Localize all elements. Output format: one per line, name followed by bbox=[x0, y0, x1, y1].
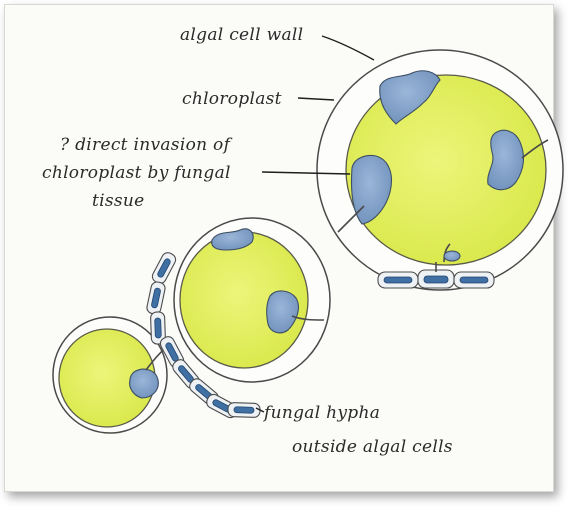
large-algal-cell bbox=[317, 50, 563, 290]
label-invasion-line2: chloroplast by fungal bbox=[42, 163, 231, 183]
large-cell-chloroplast-bottom bbox=[444, 251, 460, 261]
label-hypha-line2: outside algal cells bbox=[292, 437, 453, 457]
label-invasion-line1: ? direct invasion of bbox=[60, 135, 233, 155]
leader-chloroplast bbox=[298, 98, 334, 100]
label-chloroplast: chloroplast bbox=[182, 89, 282, 109]
label-hypha-line1: fungal hypha bbox=[262, 403, 380, 423]
label-invasion-line3: tissue bbox=[92, 191, 145, 211]
middle-algal-cell bbox=[174, 218, 330, 382]
label-cell-wall: algal cell wall bbox=[180, 25, 303, 45]
leader-cell-wall bbox=[322, 36, 374, 60]
small-cell-chloroplast bbox=[130, 369, 159, 398]
